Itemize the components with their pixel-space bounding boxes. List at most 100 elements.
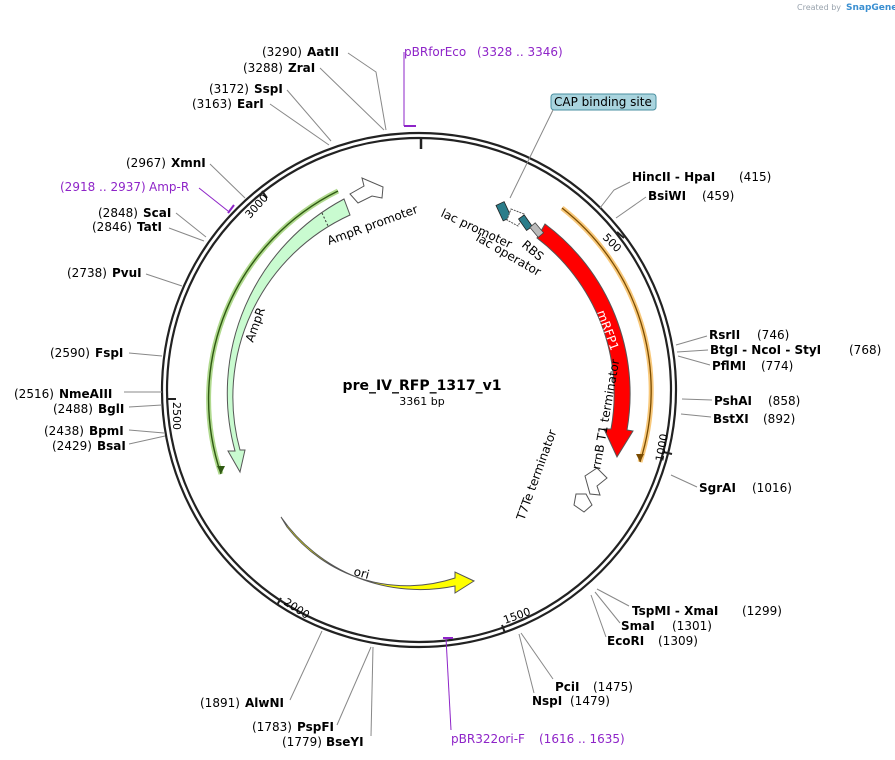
primer-pbrforeco-name: pBRforEco (404, 45, 466, 59)
enzyme-rsrii-pos: (746) (757, 328, 789, 342)
enzyme-ecori[interactable]: EcoRI (1309) (590, 594, 698, 648)
enzyme-aatii-name: AatII (307, 45, 339, 59)
backbone-outer (160, 131, 678, 649)
enzyme-aatii-pos: (3290) (262, 45, 302, 59)
t7te-label: T7Te terminator (513, 428, 559, 523)
ampr-orf-arc (207, 190, 339, 475)
enzyme-nspi-name: NspI (532, 694, 562, 708)
enzyme-eari[interactable]: (3163) EarI (192, 97, 330, 146)
enzyme-btgi-ncoi-styi[interactable]: BtgI - NcoI - StyI (768) (676, 343, 881, 357)
enzyme-pvui[interactable]: (2738) PvuI (67, 266, 183, 287)
primer-pbrforeco[interactable]: pBRforEco (3328 .. 3346) (403, 45, 563, 127)
enzyme-scai[interactable]: (2848) ScaI (98, 206, 207, 238)
enzyme-bseyi[interactable]: (1779) BseYI (282, 646, 374, 749)
enzyme-eari-name: EarI (237, 97, 264, 111)
enzyme-bsiwi-pos: (459) (702, 189, 734, 203)
enzyme-nspi[interactable]: NspI (1479) (518, 633, 610, 708)
enzyme-bpmi-pos: (2438) (44, 424, 84, 438)
primer-ampr-range: (2918 .. 2937) (60, 180, 146, 194)
enzyme-zrai-pos: (3288) (243, 61, 283, 75)
enzyme-btgi-ncoi-styi-name: BtgI - NcoI - StyI (710, 343, 821, 357)
enzyme-pshai-pos: (858) (768, 394, 800, 408)
enzyme-bsai-name: BsaI (97, 439, 126, 453)
enzyme-pspfi-pos: (1783) (252, 720, 292, 734)
enzyme-hincii-hpai-name: HincII - HpaI (632, 170, 715, 184)
rbs-box[interactable] (529, 222, 545, 238)
orange-orf-arc (561, 207, 652, 463)
plasmid-length: 3361 bp (399, 395, 444, 408)
enzyme-tati-pos: (2846) (92, 220, 132, 234)
enzyme-sgrai-name: SgrAI (699, 481, 736, 495)
lac-operator-box[interactable] (517, 214, 533, 232)
enzyme-pflmi-name: PflMI (712, 359, 746, 373)
primer-ampr-name: Amp-R (149, 180, 189, 194)
enzyme-bstxi-pos: (892) (763, 412, 795, 426)
primer-pbr322ori-name: pBR322ori-F (451, 732, 525, 746)
enzyme-bstxi-name: BstXI (713, 412, 749, 426)
mrfp1-feature[interactable] (536, 223, 634, 459)
enzyme-rsrii[interactable]: RsrII (746) (675, 328, 789, 346)
enzyme-pcii[interactable]: PciI (1475) (520, 632, 633, 694)
cap-binding-site-box[interactable] (550, 93, 657, 111)
enzyme-bpmi-name: BpmI (89, 424, 124, 438)
enzyme-sspi-name: SspI (254, 82, 283, 96)
primer-pbrforeco-range: (3328 .. 3346) (477, 45, 563, 59)
snapgene-logo: SnapGene (846, 3, 895, 13)
enzyme-fspi[interactable]: (2590) FspI (50, 346, 163, 360)
ampr-promoter-feature[interactable] (349, 177, 384, 204)
enzyme-tspmi-xmai[interactable]: TspMI - XmaI (1299) (596, 588, 782, 618)
enzyme-zrai[interactable]: (3288) ZraI (243, 61, 385, 131)
enzyme-bseyi-pos: (1779) (282, 735, 322, 749)
enzyme-fspi-name: FspI (95, 346, 123, 360)
enzyme-smai[interactable]: SmaI (1301) (594, 591, 712, 633)
enzyme-tspmi-xmai-name: TspMI - XmaI (632, 604, 718, 618)
enzyme-sgrai[interactable]: SgrAI (1016) (670, 474, 792, 495)
primer-pbr322ori[interactable]: pBR322ori-F (1616 .. 1635) (443, 637, 625, 746)
enzyme-rsrii-name: RsrII (709, 328, 740, 342)
cap-binding-site-label: CAP binding site (554, 95, 652, 109)
enzyme-sgrai-pos: (1016) (752, 481, 792, 495)
enzyme-xmni-name: XmnI (171, 156, 206, 170)
enzyme-hincii-hpai-pos: (415) (739, 170, 771, 184)
t7te-feature[interactable] (573, 493, 593, 513)
scale-ticks: 500 1000 1500 2000 2500 3000 (167, 190, 673, 634)
enzyme-pcii-pos: (1475) (593, 680, 633, 694)
enzyme-alwni-pos: (1891) (200, 696, 240, 710)
enzyme-pvui-pos: (2738) (67, 266, 107, 280)
created-by-text: Created by (797, 3, 841, 12)
enzyme-ecori-name: EcoRI (607, 634, 644, 648)
enzyme-hincii-hpai[interactable]: HincII - HpaI (415) (599, 170, 771, 209)
enzyme-bgli-name: BglI (98, 402, 124, 416)
enzyme-nspi-pos: (1479) (570, 694, 610, 708)
ori-label: ori (352, 564, 371, 582)
enzyme-bpmi[interactable]: (2438) BpmI (44, 424, 165, 438)
rrnb-t1-feature[interactable] (584, 467, 608, 496)
enzyme-bsiwi[interactable]: BsiWI (459) (615, 189, 734, 219)
enzyme-bstxi[interactable]: BstXI (892) (680, 412, 795, 426)
enzyme-pshai[interactable]: PshAI (858) (681, 394, 800, 408)
lac-promoter-box[interactable] (506, 208, 525, 227)
enzyme-ecori-pos: (1309) (658, 634, 698, 648)
primer-ampr[interactable]: (2918 .. 2937) Amp-R (60, 180, 235, 214)
enzyme-bgli[interactable]: (2488) BglI (53, 402, 163, 416)
enzyme-pflmi[interactable]: PflMI (774) (677, 355, 793, 373)
enzyme-bgli-pos: (2488) (53, 402, 93, 416)
enzyme-alwni[interactable]: (1891) AlwNI (200, 630, 323, 710)
ampr-feature[interactable] (226, 198, 351, 474)
enzyme-zrai-name: ZraI (288, 61, 315, 75)
enzyme-tspmi-xmai-pos: (1299) (742, 604, 782, 618)
enzyme-pspfi[interactable]: (1783) PspFI (252, 646, 372, 734)
enzyme-scai-name: ScaI (143, 206, 171, 220)
enzyme-sspi[interactable]: (3172) SspI (209, 82, 332, 142)
enzyme-tati[interactable]: (2846) TatI (92, 220, 205, 242)
enzyme-nmeaiii[interactable]: (2516) NmeAIII (14, 387, 162, 401)
ori-feature[interactable] (280, 516, 476, 594)
enzyme-scai-pos: (2848) (98, 206, 138, 220)
enzyme-bsai[interactable]: (2429) BsaI (52, 435, 166, 453)
backbone-inner (165, 136, 673, 644)
enzyme-tati-name: TatI (137, 220, 162, 234)
enzyme-nmeaiii-name: NmeAIII (59, 387, 112, 401)
enzyme-aatii[interactable]: (3290) AatII (262, 45, 387, 131)
enzyme-xmni[interactable]: (2967) XmnI (126, 156, 246, 199)
enzyme-nmeaiii-pos: (2516) (14, 387, 54, 401)
